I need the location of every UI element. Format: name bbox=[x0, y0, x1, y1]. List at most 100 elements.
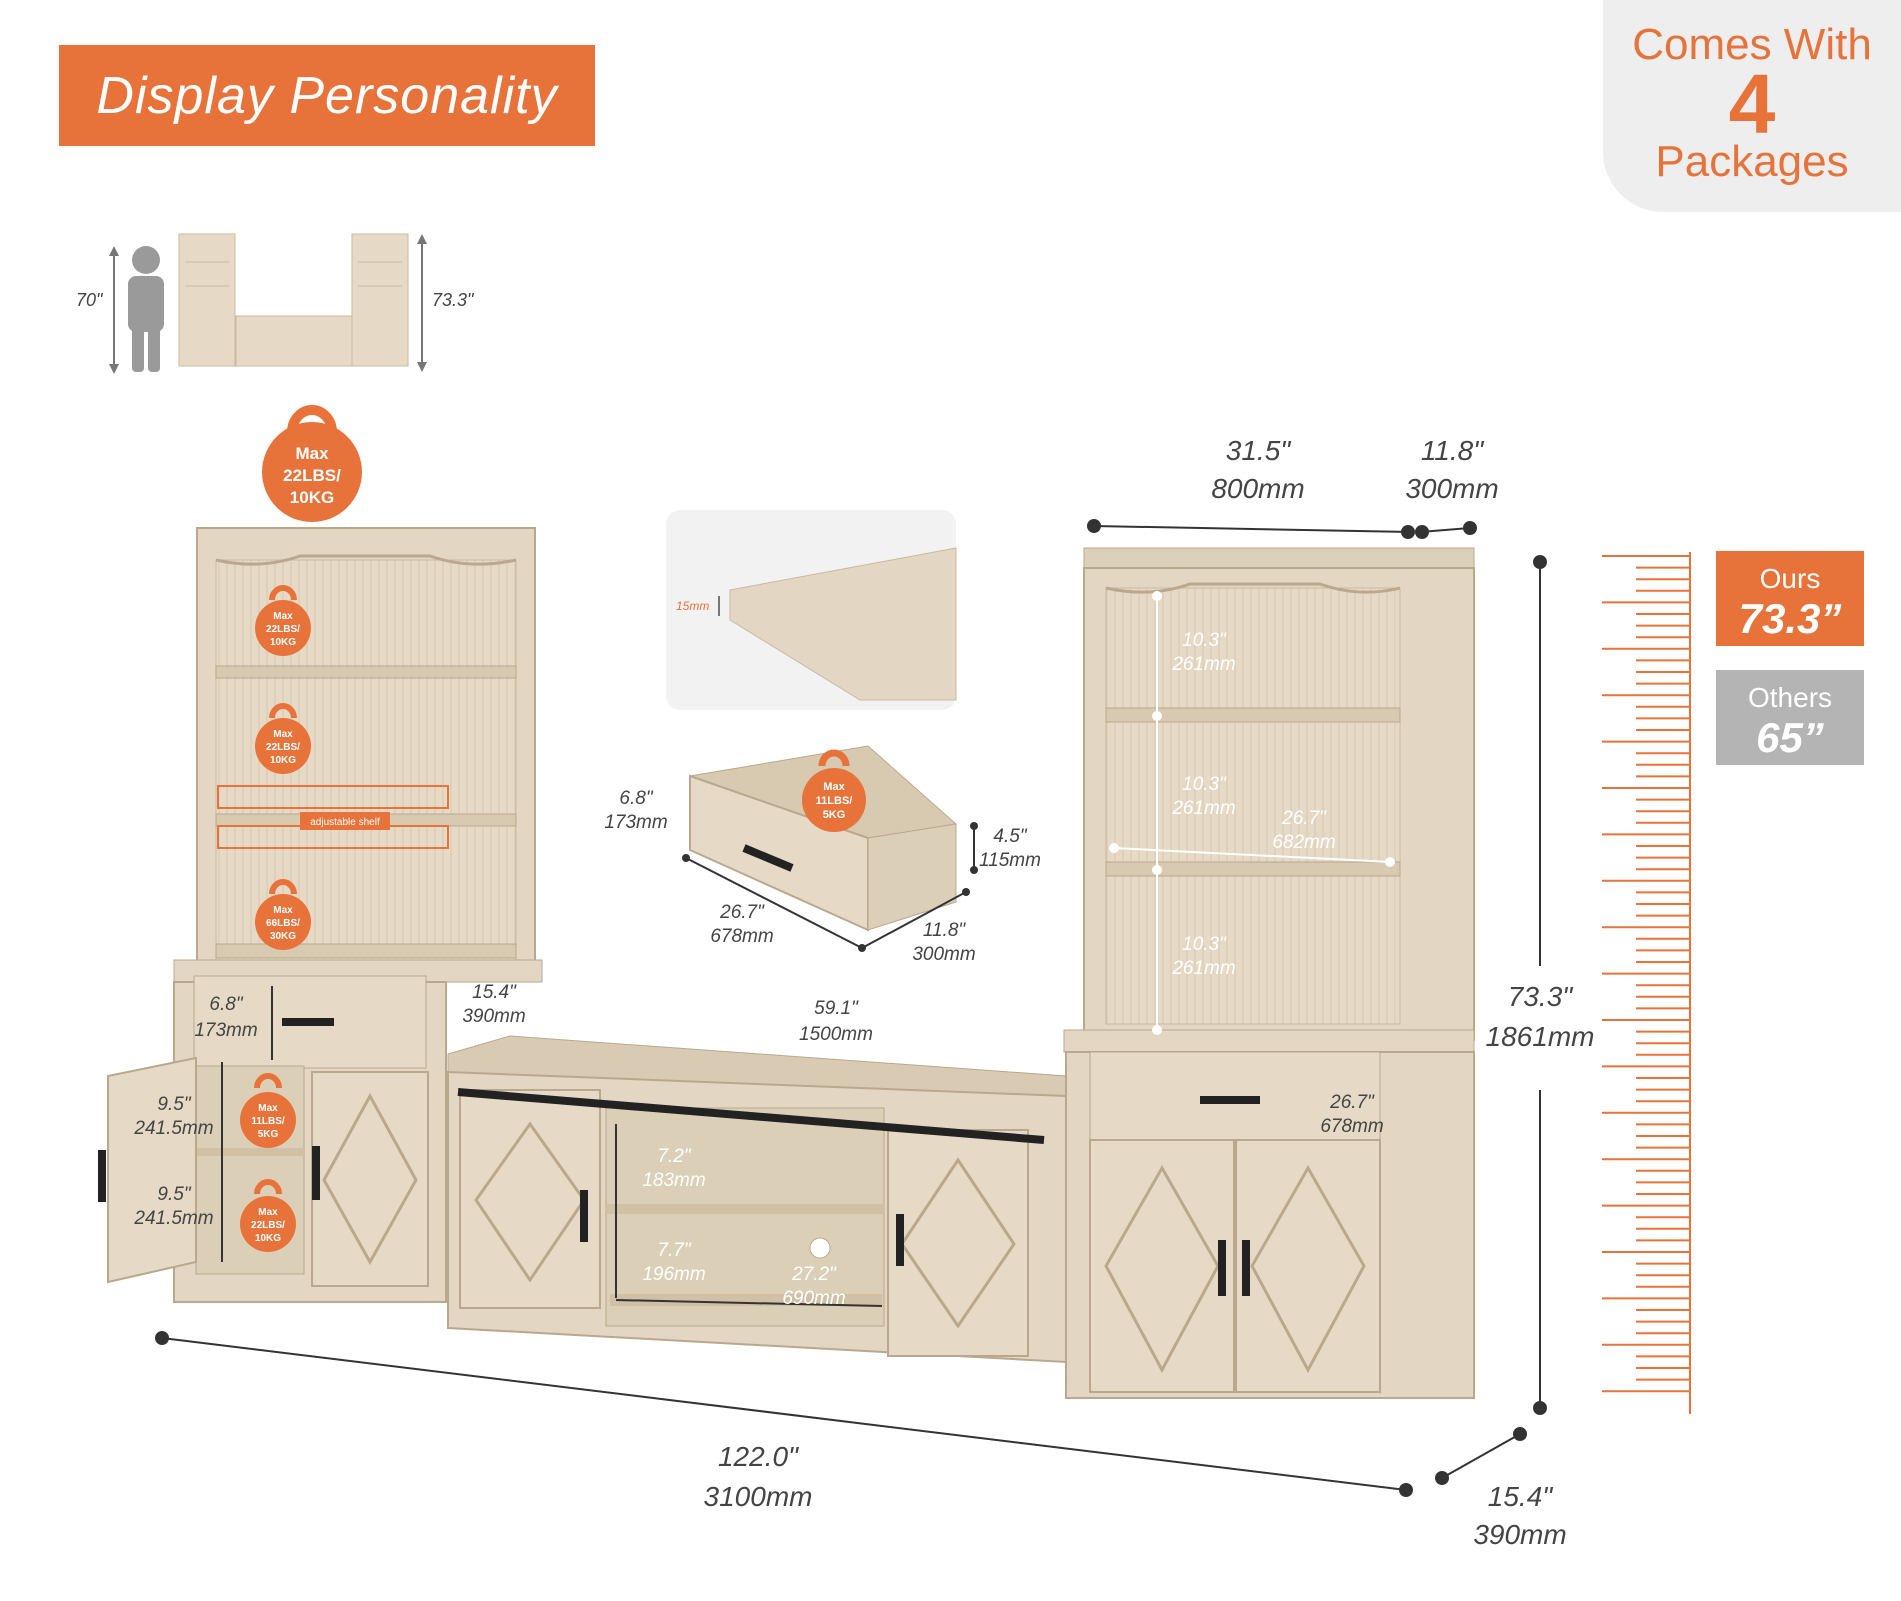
banner-title: Display Personality bbox=[96, 66, 558, 125]
drawer-width-in: 26.7" bbox=[719, 902, 765, 923]
top-width-mm: 800mm bbox=[1211, 473, 1304, 504]
tv-stand bbox=[447, 1035, 1067, 1364]
drawer-badge-line2: 11LBS/ bbox=[816, 795, 853, 807]
total-height-mm: 1861mm bbox=[1486, 1021, 1595, 1052]
shelf3-badge-line3: 30KG bbox=[270, 931, 296, 942]
right-drawer-mm: 678mm bbox=[1320, 1116, 1383, 1137]
right-drawer-handle bbox=[1200, 1096, 1260, 1104]
cabinet-upper-weight-badge: Max 11LBS/ 5KG bbox=[240, 1073, 296, 1148]
others-value: 65” bbox=[1756, 714, 1824, 761]
tv-open-lower-in: 7.7" bbox=[657, 1240, 691, 1261]
total-height-in: 73.3" bbox=[1508, 981, 1573, 1012]
top-badge-line2: 22LBS/ bbox=[283, 466, 341, 485]
top-badge-line3: 10KG bbox=[290, 488, 334, 507]
adjustable-shelf-tag bbox=[300, 812, 390, 830]
packages-line1: Comes With bbox=[1632, 20, 1872, 69]
drawer-depth-mm: 300mm bbox=[912, 944, 975, 965]
shelf2-badge-line1: Max bbox=[273, 729, 293, 740]
cabinet-upper-badge-line2: 11LBS/ bbox=[251, 1116, 285, 1127]
shelf3-badge-line2: 66LBS/ bbox=[266, 918, 300, 929]
person-height-label: 70" bbox=[76, 290, 104, 310]
others-height-pill: Others 65” bbox=[1716, 670, 1864, 765]
right-shelf3-in: 10.3" bbox=[1182, 934, 1227, 955]
tv-open-width-mm: 690mm bbox=[782, 1288, 845, 1309]
board-thickness-label: 15mm bbox=[676, 599, 709, 613]
ours-value: 73.3” bbox=[1738, 595, 1842, 642]
ruler-ticks bbox=[1602, 555, 1690, 1393]
packages-number: 4 bbox=[1728, 57, 1776, 151]
shelf2-badge-line3: 10KG bbox=[270, 755, 296, 766]
mini-furniture-set bbox=[178, 233, 409, 367]
person-icon bbox=[128, 246, 164, 372]
unit-height-label: 73.3" bbox=[432, 290, 475, 310]
left-drawer-in: 6.8" bbox=[209, 994, 243, 1015]
drawer-side-in: 4.5" bbox=[993, 826, 1027, 847]
tv-width-in: 59.1" bbox=[814, 998, 859, 1019]
right-inner-width-in: 26.7" bbox=[1281, 808, 1327, 829]
total-width-in: 122.0" bbox=[718, 1441, 799, 1472]
packages-badge: Comes With 4 Packages bbox=[1603, 0, 1901, 212]
right-drawer-in: 26.7" bbox=[1329, 1092, 1375, 1113]
left-cab1-in: 9.5" bbox=[157, 1094, 191, 1115]
left-drawer-mm: 173mm bbox=[194, 1020, 257, 1041]
scale-figure: 70" 73.3" bbox=[76, 233, 475, 374]
right-shelf2-in: 10.3" bbox=[1182, 774, 1227, 795]
tv-width-mm: 1500mm bbox=[799, 1024, 873, 1045]
cabinet-lower-badge-line2: 22LBS/ bbox=[251, 1220, 285, 1231]
packages-line3: Packages bbox=[1655, 137, 1849, 186]
title-banner: Display Personality bbox=[59, 45, 595, 146]
cabinet-lower-weight-badge: Max 22LBS/ 10KG bbox=[240, 1179, 296, 1252]
others-label: Others bbox=[1747, 682, 1833, 713]
top-badge-line1: Max bbox=[295, 444, 329, 463]
cabinet-upper-badge-line3: 5KG bbox=[258, 1129, 279, 1140]
right-inner-width-mm: 682mm bbox=[1272, 832, 1335, 853]
left-drawer-handle bbox=[282, 1018, 334, 1026]
top-depth-mm: 300mm bbox=[1405, 473, 1498, 504]
right-shelf2-mm: 261mm bbox=[1171, 798, 1235, 819]
left-cab2-mm: 241.5mm bbox=[133, 1208, 213, 1229]
drawer-width-mm: 678mm bbox=[710, 926, 773, 947]
height-ruler bbox=[1602, 552, 1691, 1414]
right-shelf1-in: 10.3" bbox=[1182, 630, 1227, 651]
shelf1-weight-badge: Max 22LBS/ 10KG bbox=[255, 585, 311, 656]
small-dimension-labels: 10.3" 261mm 10.3" 261mm 10.3" 261mm 26.7… bbox=[133, 630, 1383, 1309]
board-thickness-sample: 15mm bbox=[666, 510, 957, 710]
shelf2-badge-line2: 22LBS/ bbox=[266, 742, 300, 753]
shelf2-weight-badge: Max 22LBS/ 10KG bbox=[255, 703, 311, 774]
right-shelf1-mm: 261mm bbox=[1171, 654, 1235, 675]
tv-open-width-in: 27.2" bbox=[791, 1264, 837, 1285]
tv-open-upper-mm: 183mm bbox=[642, 1170, 705, 1191]
total-width-mm: 3100mm bbox=[704, 1481, 813, 1512]
drawer-height-mm: 173mm bbox=[604, 812, 667, 833]
shelf3-badge-line1: Max bbox=[273, 905, 293, 916]
drawer-badge-line3: 5KG bbox=[823, 809, 846, 821]
tv-open-lower-mm: 196mm bbox=[642, 1264, 705, 1285]
left-cab1-mm: 241.5mm bbox=[133, 1118, 213, 1139]
drawer-height-in: 6.8" bbox=[619, 788, 653, 809]
shelf3-weight-badge: Max 66LBS/ 30KG bbox=[255, 879, 311, 950]
ours-label: Ours bbox=[1759, 563, 1821, 594]
top-width-in: 31.5" bbox=[1226, 435, 1291, 466]
total-depth-in: 15.4" bbox=[1488, 1481, 1553, 1512]
left-cab2-in: 9.5" bbox=[157, 1184, 191, 1205]
dimension-labels: 31.5" 800mm 11.8" 300mm 73.3" 1861mm 122… bbox=[704, 435, 1595, 1550]
top-weight-badge: Max 22LBS/ 10KG bbox=[262, 405, 362, 522]
drawer-badge-line1: Max bbox=[823, 781, 845, 793]
drawer-side-mm: 115mm bbox=[979, 850, 1041, 871]
drawer-depth-in: 11.8" bbox=[923, 920, 967, 941]
cabinet-lower-badge-line3: 10KG bbox=[255, 1233, 281, 1244]
drawer-detail: Max 11LBS/ 5KG bbox=[682, 745, 978, 952]
right-shelf3-mm: 261mm bbox=[1171, 958, 1235, 979]
cabinet-upper-badge-line1: Max bbox=[258, 1103, 278, 1114]
adjustable-shelf-label: adjustable shelf bbox=[310, 817, 380, 828]
cabinet-lower-badge-line1: Max bbox=[258, 1207, 278, 1218]
top-depth-in: 11.8" bbox=[1421, 435, 1484, 466]
ours-height-pill: Ours 73.3” bbox=[1716, 551, 1864, 646]
barn-door-rail bbox=[457, 1088, 1045, 1144]
tv-depth-mm: 390mm bbox=[462, 1006, 525, 1027]
dimension-lines bbox=[155, 519, 1547, 1497]
right-bookcase bbox=[1063, 547, 1475, 1399]
total-depth-mm: 390mm bbox=[1473, 1519, 1566, 1550]
tv-depth-in: 15.4" bbox=[472, 982, 517, 1003]
